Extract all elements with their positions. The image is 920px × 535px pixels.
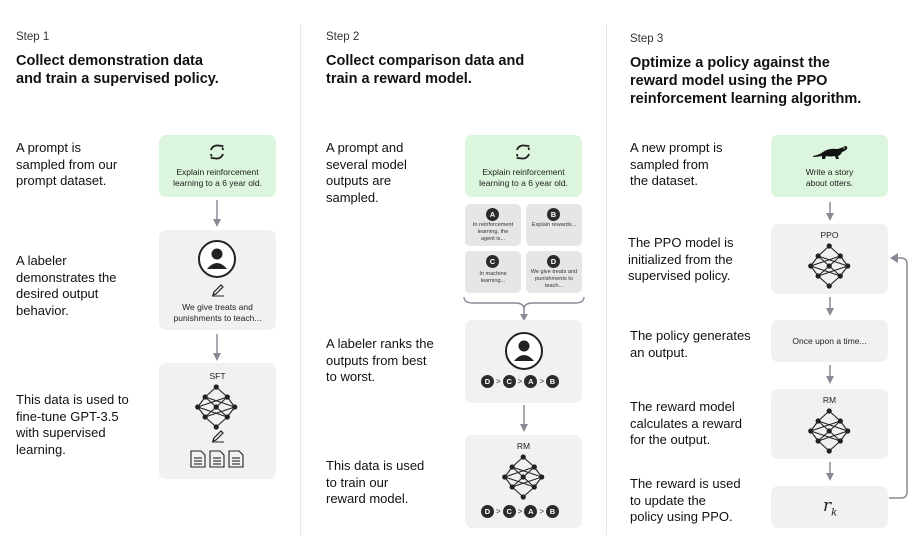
- rm-label: RM: [516, 441, 531, 451]
- step1-sft-box: SFT: [159, 363, 276, 479]
- step3-output-box: Once upon a time...: [771, 320, 888, 362]
- arrow-down-icon: [826, 202, 834, 221]
- step1-label: Step 1: [16, 31, 50, 43]
- ppo-label: PPO: [820, 230, 839, 240]
- otter-icon: [813, 146, 848, 159]
- arrow-down-icon: [826, 297, 834, 316]
- ranking-row: D> C> A> B: [481, 375, 560, 388]
- column-divider-2: [606, 24, 607, 535]
- pencil-icon: [212, 430, 224, 443]
- arrow-down-icon: [826, 462, 834, 481]
- arrow-down-icon: [213, 334, 221, 361]
- column-divider-1: [300, 24, 301, 535]
- badge-c: C: [486, 255, 499, 268]
- refresh-icon: [516, 144, 530, 160]
- arrow-down-icon: [520, 405, 528, 432]
- neural-network-icon: [808, 243, 851, 289]
- step3-title: Optimize a policy against the reward mod…: [630, 55, 862, 107]
- user-avatar-icon: [505, 332, 543, 370]
- refresh-icon: [210, 144, 224, 160]
- ranking-row: D> C> A> B: [481, 505, 560, 518]
- badge-b: B: [547, 208, 560, 221]
- arrow-down-icon: [213, 200, 221, 227]
- documents-icon: [190, 450, 244, 468]
- step2-rm-box: RM D> C> A> B: [465, 435, 582, 528]
- badge-d: D: [547, 255, 560, 268]
- step3-label: Step 3: [630, 33, 664, 45]
- step3-reward-box: rk: [771, 486, 888, 528]
- step3-ppo-box: PPO: [771, 224, 888, 294]
- sft-label: SFT: [209, 371, 226, 381]
- neural-network-icon: [808, 408, 851, 454]
- reward-symbol: rk: [823, 496, 838, 519]
- step2-ranking-box: D> C> A> B: [465, 320, 582, 403]
- badge-a: A: [486, 208, 499, 221]
- neural-network-icon: [502, 454, 545, 500]
- step2-title: Collect comparison data and train a rewa…: [326, 53, 525, 87]
- feedback-loop-arrow: [889, 253, 908, 499]
- pencil-icon: [212, 284, 224, 297]
- neural-network-icon: [195, 384, 238, 430]
- output-option-b: B Explain rewards...: [526, 204, 582, 246]
- user-avatar-icon: [198, 240, 236, 278]
- step1-title: Collect demonstration data and train a s…: [16, 53, 219, 87]
- output-text: Once upon a time...: [792, 336, 867, 346]
- arrow-down-icon: [826, 365, 834, 384]
- step2-label: Step 2: [326, 31, 360, 43]
- step3-rm-box: RM: [771, 389, 888, 459]
- arrow-down-icon: [520, 308, 528, 321]
- rm-label: RM: [822, 395, 837, 405]
